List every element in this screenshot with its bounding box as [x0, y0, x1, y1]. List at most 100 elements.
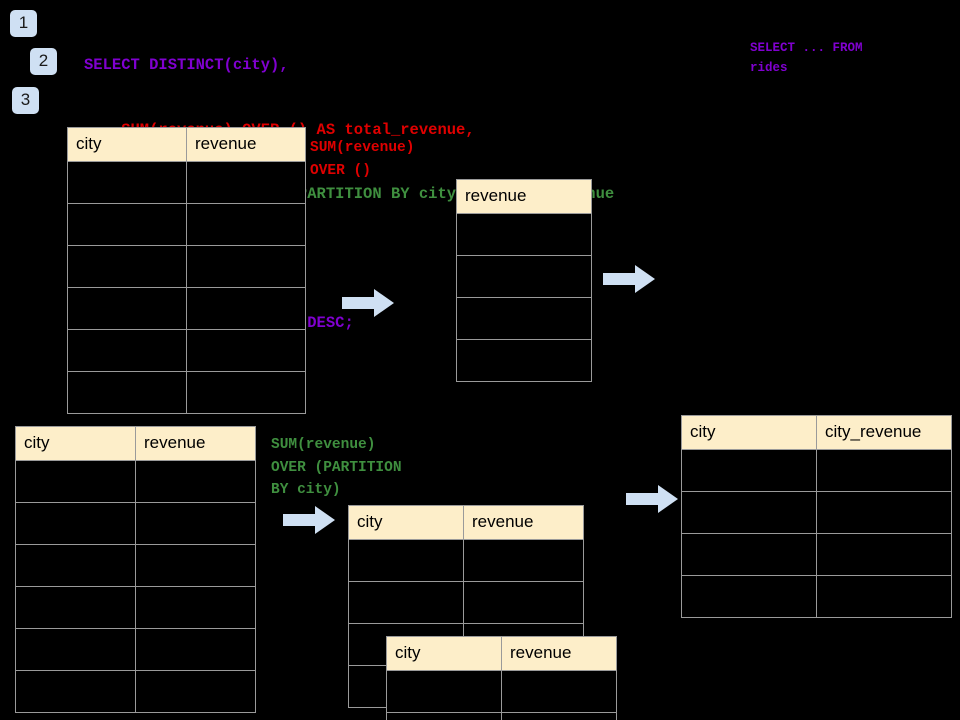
table-cell [386, 712, 502, 720]
table-cell [681, 449, 817, 492]
table-header-row: city revenue [348, 505, 584, 540]
table-cell [135, 586, 256, 629]
table-cell [15, 628, 136, 671]
column-header-city: city [348, 505, 464, 540]
table-header-row: city revenue [67, 127, 306, 162]
table-row [67, 203, 306, 246]
table-row [67, 245, 306, 288]
table-row [67, 287, 306, 330]
table-cell [15, 586, 136, 629]
table-cell [463, 539, 584, 582]
table-row [681, 575, 952, 618]
table-row [15, 460, 256, 503]
annotation-city-revenue: SUM(revenue) OVER (PARTITION BY city) [271, 437, 402, 498]
table-cell [67, 329, 187, 372]
table-row [681, 533, 952, 576]
table-cell [186, 287, 306, 330]
table-cell [456, 297, 592, 340]
arrow-source-to-partition [283, 505, 335, 535]
table-cell [386, 670, 502, 713]
table-cell [67, 203, 187, 246]
arrow-partition-to-result [626, 484, 678, 514]
table-cell [816, 533, 952, 576]
table-cell [816, 491, 952, 534]
table-cell [186, 245, 306, 288]
table-cell [186, 161, 306, 204]
table-cell [15, 544, 136, 587]
table-cell [135, 502, 256, 545]
step-badge-1: 1 [10, 10, 37, 37]
table-row [456, 255, 592, 298]
table-row [386, 670, 617, 713]
table-row [681, 491, 952, 534]
table-cell [816, 575, 952, 618]
table-cell [681, 491, 817, 534]
column-header-revenue: revenue [463, 505, 584, 540]
table-row [15, 502, 256, 545]
table-row [456, 213, 592, 256]
total-revenue-table: revenue [456, 179, 592, 382]
column-header-revenue: revenue [501, 636, 617, 671]
annotation-total-revenue: SUM(revenue) OVER () [310, 140, 415, 179]
rides-source-table-bottom: city revenue [15, 426, 256, 713]
final-result-table: city city_revenue [681, 415, 952, 618]
table-cell [186, 329, 306, 372]
partition-group-table-front: city revenue [386, 636, 617, 720]
table-cell [501, 712, 617, 720]
column-header-city: city [681, 415, 817, 450]
sql-side-note: SELECT ... FROM rides [750, 41, 863, 75]
table-row [67, 161, 306, 204]
table-row [348, 539, 584, 582]
table-row [386, 712, 617, 720]
table-cell [501, 670, 617, 713]
table-cell [135, 460, 256, 503]
column-header-city: city [67, 127, 187, 162]
table-cell [348, 539, 464, 582]
table-row [348, 581, 584, 624]
table-cell [15, 460, 136, 503]
table-cell [456, 255, 592, 298]
table-cell [135, 544, 256, 587]
table-cell [135, 670, 256, 713]
table-cell [67, 371, 187, 414]
table-cell [67, 287, 187, 330]
table-row [67, 329, 306, 372]
column-header-revenue: revenue [135, 426, 256, 461]
table-row [15, 586, 256, 629]
table-cell [135, 628, 256, 671]
table-row [456, 297, 592, 340]
table-header-row: city revenue [386, 636, 617, 671]
table-header-row: city city_revenue [681, 415, 952, 450]
table-row [456, 339, 592, 382]
table-row [15, 670, 256, 713]
table-cell [186, 371, 306, 414]
table-row [15, 628, 256, 671]
table-row [681, 449, 952, 492]
table-cell [681, 533, 817, 576]
table-cell [816, 449, 952, 492]
column-header-revenue: revenue [186, 127, 306, 162]
column-header-city: city [386, 636, 502, 671]
rides-source-table-top: city revenue [67, 127, 306, 414]
step-badge-2: 2 [30, 48, 57, 75]
table-row [67, 371, 306, 414]
table-cell [15, 502, 136, 545]
column-header-city-revenue: city_revenue [816, 415, 952, 450]
arrow-source-to-total-revenue [342, 288, 394, 318]
table-cell [456, 213, 592, 256]
table-header-row: city revenue [15, 426, 256, 461]
table-cell [463, 581, 584, 624]
column-header-revenue: revenue [456, 179, 592, 214]
table-row [15, 544, 256, 587]
step-badge-3: 3 [12, 87, 39, 114]
table-cell [456, 339, 592, 382]
arrow-total-revenue-to-result [603, 264, 655, 294]
table-cell [67, 245, 187, 288]
sql-line-1: SELECT DISTINCT(city), [84, 56, 289, 74]
table-cell [186, 203, 306, 246]
table-cell [67, 161, 187, 204]
table-cell [681, 575, 817, 618]
column-header-city: city [15, 426, 136, 461]
table-header-row: revenue [456, 179, 592, 214]
